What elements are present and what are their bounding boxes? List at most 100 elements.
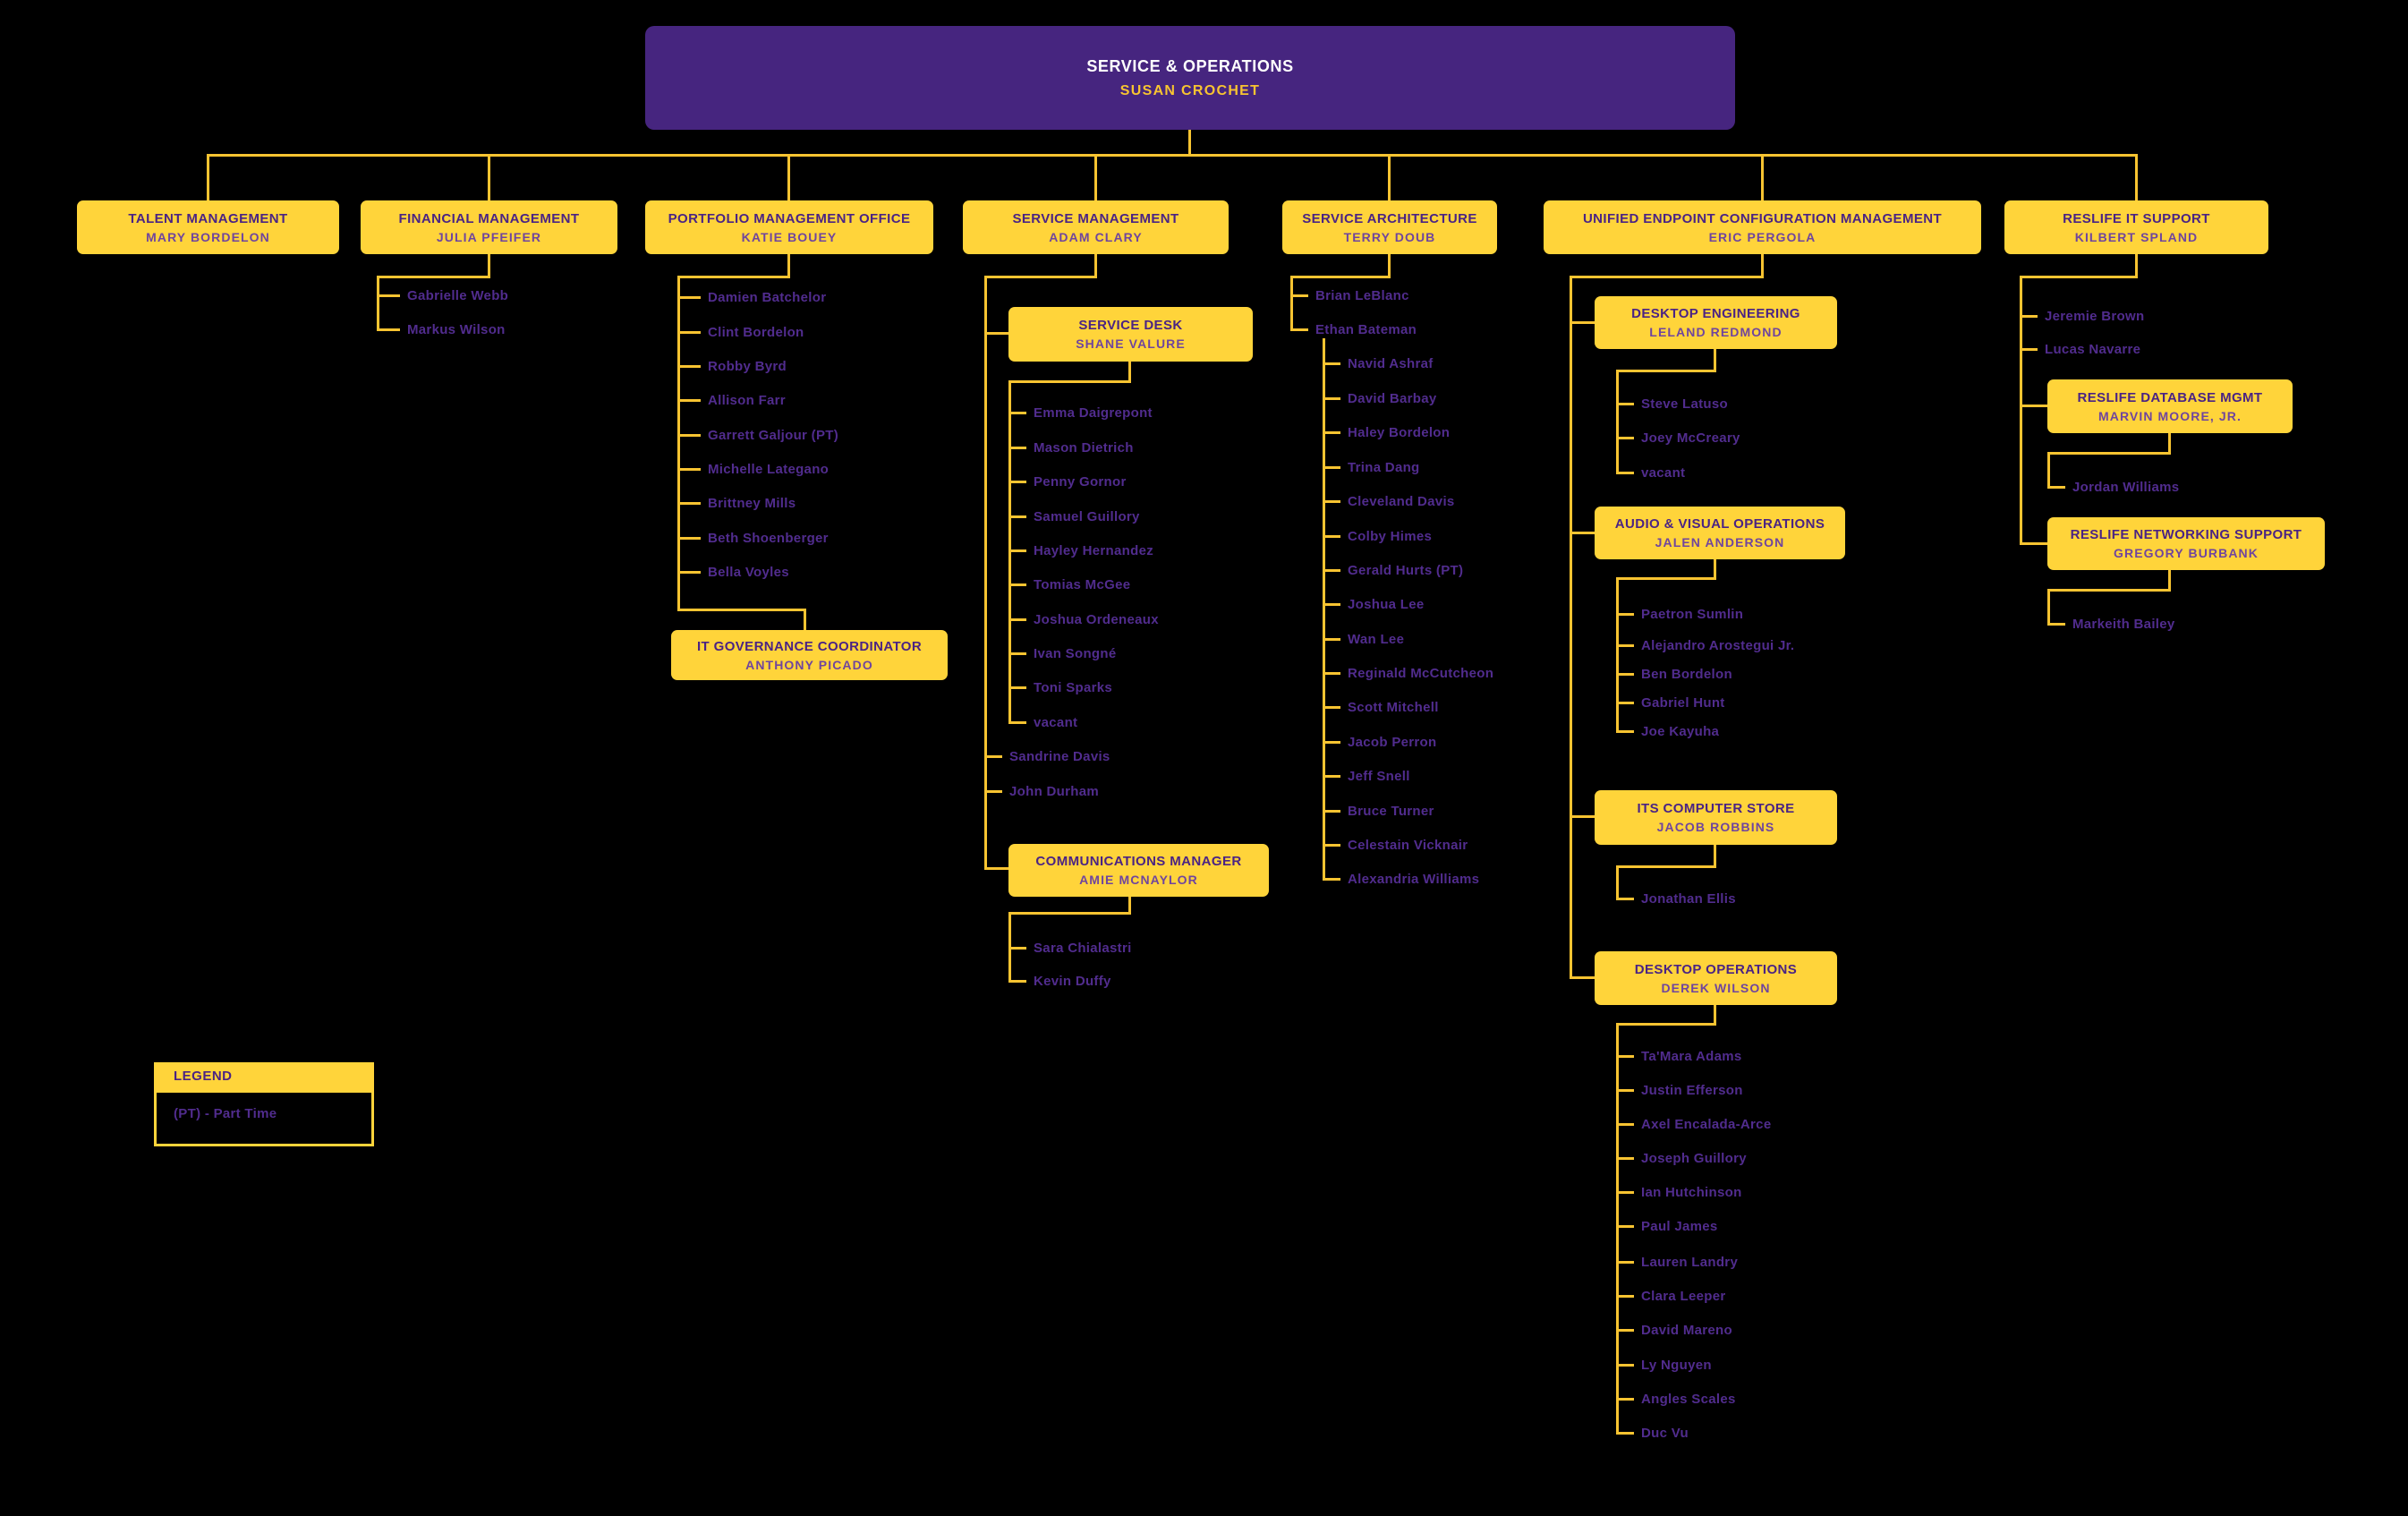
member: Penny Gornor — [1008, 473, 1127, 492]
member: Sara Chialastri — [1008, 939, 1132, 958]
member: Ly Nguyen — [1616, 1356, 1712, 1375]
member: Joshua Ordeneaux — [1008, 610, 1159, 630]
member: Allison Farr — [677, 391, 786, 411]
member: Sandrine Davis — [984, 747, 1110, 767]
connector — [1616, 370, 1619, 473]
box-title: AUDIO & VISUAL OPERATIONS — [1614, 516, 1825, 532]
connector — [1616, 1023, 1716, 1026]
member: Duc Vu — [1616, 1424, 1689, 1444]
member: Ethan Bateman — [1290, 320, 1417, 340]
connector — [1616, 865, 1619, 899]
box-person: MARVIN MOORE, JR. — [2097, 408, 2242, 423]
connector — [787, 254, 790, 276]
box-person: SHANE VALURE — [1076, 336, 1186, 351]
member: Damien Batchelor — [677, 288, 826, 308]
connector — [1094, 254, 1097, 276]
connector — [207, 154, 209, 200]
connector — [1290, 276, 1391, 278]
box-reslife-it-support: RESLIFE IT SUPPORT KILBERT SPLAND — [2004, 200, 2268, 254]
member: Jeff Snell — [1323, 767, 1410, 787]
connector — [488, 254, 490, 276]
connector — [2020, 405, 2047, 407]
member: Jonathan Ellis — [1616, 890, 1736, 909]
connector — [2047, 452, 2050, 488]
member: Axel Encalada-Arce — [1616, 1115, 1771, 1135]
connector — [1714, 349, 1716, 370]
member: Ben Bordelon — [1616, 665, 1732, 685]
member: Mason Dietrich — [1008, 439, 1134, 458]
member: Trina Dang — [1323, 458, 1420, 478]
member: Jordan Williams — [2047, 478, 2179, 498]
member: Samuel Guillory — [1008, 507, 1140, 527]
box-financial-management: FINANCIAL MANAGEMENT JULIA PFEIFER — [361, 200, 617, 254]
box-title: UNIFIED ENDPOINT CONFIGURATION MANAGEMEN… — [1582, 210, 1943, 226]
member: Paul James — [1616, 1217, 1718, 1237]
connector — [984, 276, 1097, 278]
box-it-governance-coordinator: IT GOVERNANCE COORDINATOR ANTHONY PICADO — [671, 630, 948, 680]
box-person: TERRY DOUB — [1343, 229, 1436, 244]
connector — [984, 332, 1008, 335]
connector — [2135, 254, 2138, 276]
connector — [1616, 370, 1716, 372]
connector — [488, 154, 490, 200]
member: Brian LeBlanc — [1290, 286, 1409, 306]
connector — [1290, 276, 1293, 331]
connector — [1714, 845, 1716, 865]
connector — [2135, 154, 2138, 200]
member: Joe Kayuha — [1616, 722, 1719, 742]
member: Michelle Lategano — [677, 460, 829, 480]
member: Bella Voyles — [677, 563, 789, 583]
box-person: JALEN ANDERSON — [1655, 535, 1785, 549]
connector — [677, 276, 790, 278]
member: Markeith Bailey — [2047, 615, 2175, 635]
box-title: ITS COMPUTER STORE — [1637, 801, 1795, 816]
member: Brittney Mills — [677, 494, 796, 514]
box-person: SUSAN CROCHET — [1119, 82, 1261, 98]
connector — [1714, 559, 1716, 577]
connector — [1188, 130, 1191, 157]
member: Ivan Songné — [1008, 644, 1116, 664]
box-title: DESKTOP ENGINEERING — [1631, 306, 1800, 321]
box-title: FINANCIAL MANAGEMENT — [398, 210, 580, 226]
box-person: LELAND REDMOND — [1649, 325, 1783, 339]
connector — [2047, 589, 2171, 592]
member: Angles Scales — [1616, 1390, 1736, 1410]
member: Jeremie Brown — [2020, 307, 2144, 327]
box-communications-manager: COMMUNICATIONS MANAGER AMIE MCNAYLOR — [1008, 844, 1269, 897]
connector — [1128, 362, 1131, 380]
connector — [787, 154, 790, 200]
connector — [1761, 254, 1764, 276]
connector — [1616, 1023, 1619, 1434]
member: Kevin Duffy — [1008, 972, 1111, 992]
member: Hayley Hernandez — [1008, 541, 1153, 561]
connector — [377, 276, 379, 331]
box-person: ANTHONY PICADO — [745, 657, 873, 672]
member: Jacob Perron — [1323, 733, 1436, 753]
box-its-computer-store: ITS COMPUTER STORE JACOB ROBBINS — [1595, 790, 1837, 845]
member: Clara Leeper — [1616, 1287, 1725, 1307]
box-person: KILBERT SPLAND — [2074, 229, 2199, 244]
connector — [377, 276, 490, 278]
member: Garrett Galjour (PT) — [677, 426, 838, 446]
box-person: DEREK WILSON — [1661, 980, 1771, 995]
member: Cleveland Davis — [1323, 492, 1455, 512]
connector — [2168, 570, 2171, 589]
member: Joseph Guillory — [1616, 1149, 1747, 1169]
connector — [1128, 897, 1131, 912]
connector — [677, 609, 806, 611]
connector — [1094, 154, 1097, 200]
box-person: ADAM CLARY — [1049, 229, 1143, 244]
box-title: SERVICE MANAGEMENT — [1012, 210, 1179, 226]
member: Clint Bordelon — [677, 323, 804, 343]
connector — [984, 276, 987, 870]
box-title: SERVICE & OPERATIONS — [1086, 56, 1294, 75]
connector — [1761, 154, 1764, 200]
box-title: COMMUNICATIONS MANAGER — [1035, 854, 1242, 869]
member: vacant — [1008, 713, 1077, 733]
member: Wan Lee — [1323, 630, 1404, 650]
member: Alexandria Williams — [1323, 870, 1479, 890]
box-unified-endpoint-configuration-management: UNIFIED ENDPOINT CONFIGURATION MANAGEMEN… — [1544, 200, 1981, 254]
box-title: RESLIFE NETWORKING SUPPORT — [2070, 527, 2302, 542]
box-desktop-operations: DESKTOP OPERATIONS DEREK WILSON — [1595, 951, 1837, 1005]
member: Emma Daigrepont — [1008, 404, 1153, 423]
